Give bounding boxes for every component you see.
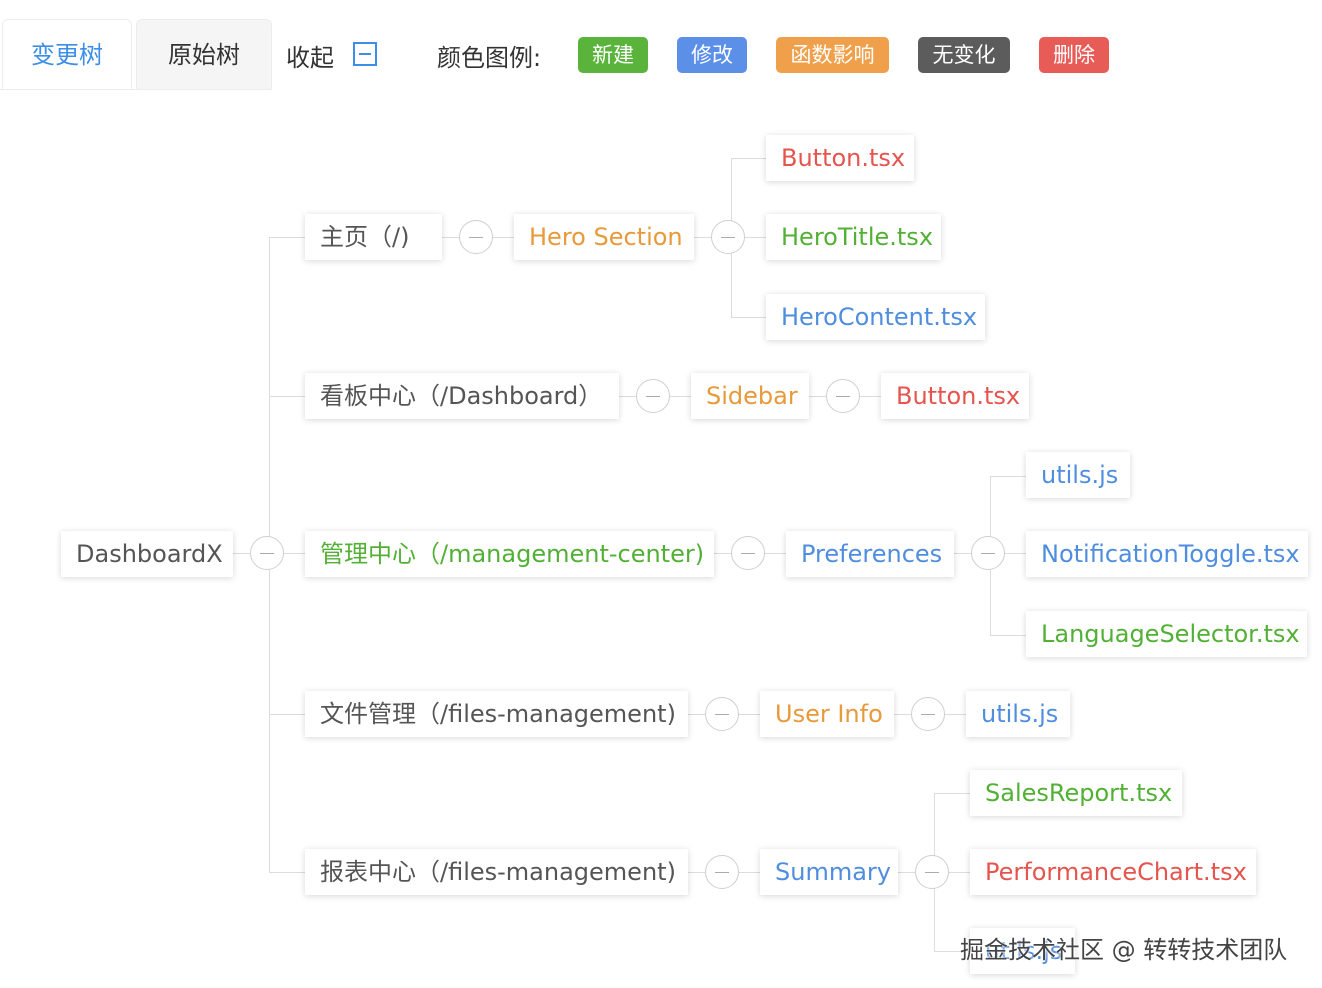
connector <box>738 714 760 715</box>
tree-file-node[interactable]: utils.js <box>970 928 1075 974</box>
tree-page-node[interactable]: 主页（/) <box>305 214 442 260</box>
connector <box>693 237 711 238</box>
tree-file-node[interactable]: utils.js <box>1026 452 1130 498</box>
tree-component-node[interactable]: Preferences <box>786 531 954 577</box>
connector <box>731 158 766 159</box>
connector <box>990 635 1026 636</box>
tree-file-node[interactable]: HeroTitle.tsx <box>766 214 941 260</box>
connector <box>934 951 970 952</box>
tab-divider <box>0 89 272 90</box>
tree-component-node[interactable]: Summary <box>760 849 898 895</box>
tab-change-tree[interactable]: 变更树 <box>2 19 132 89</box>
tree-page-node[interactable]: 管理中心（/management-center) <box>305 531 714 577</box>
tree-file-node[interactable]: HeroContent.tsx <box>766 294 985 340</box>
connector <box>948 872 970 873</box>
connector <box>269 237 305 238</box>
connector <box>764 553 786 554</box>
legend-tag-modified: 修改 <box>677 37 747 73</box>
tree-file-node[interactable]: Button.tsx <box>766 135 914 181</box>
collapse-node-toggle[interactable] <box>705 697 739 731</box>
tab-original-tree[interactable]: 原始树 <box>136 19 272 89</box>
connector <box>441 237 459 238</box>
tree-file-node[interactable]: LanguageSelector.tsx <box>1026 611 1307 657</box>
collapse-node-toggle[interactable] <box>250 536 284 570</box>
collapse-node-toggle[interactable] <box>711 220 745 254</box>
tree-file-node[interactable]: utils.js <box>966 691 1070 737</box>
connector <box>808 396 826 397</box>
connector <box>232 553 250 554</box>
connector <box>713 553 731 554</box>
tree-component-node[interactable]: Hero Section <box>514 214 694 260</box>
tree-root-node[interactable]: DashboardX <box>61 531 233 577</box>
connector <box>934 793 970 794</box>
connector <box>990 476 1026 477</box>
connector <box>492 237 514 238</box>
tree-file-node[interactable]: Button.tsx <box>881 373 1029 419</box>
tree-page-node[interactable]: 报表中心（/files-management) <box>305 849 688 895</box>
collapse-minus-icon[interactable] <box>353 42 377 66</box>
tree-page-node[interactable]: 文件管理（/files-management) <box>305 691 688 737</box>
tree-file-node[interactable]: PerformanceChart.tsx <box>970 849 1256 895</box>
connector <box>738 872 760 873</box>
legend-tag-new: 新建 <box>578 37 648 73</box>
collapse-node-toggle[interactable] <box>636 379 670 413</box>
connector <box>1004 553 1026 554</box>
connector <box>687 872 705 873</box>
tree-file-node[interactable]: SalesReport.tsx <box>970 770 1182 816</box>
collapse-node-toggle[interactable] <box>971 536 1005 570</box>
connector <box>897 872 915 873</box>
connector <box>283 553 305 554</box>
connector <box>669 396 691 397</box>
connector <box>269 714 305 715</box>
tree-page-node[interactable]: 看板中心（/Dashboard） <box>305 373 619 419</box>
connector <box>269 396 305 397</box>
connector <box>859 396 881 397</box>
tree-file-node[interactable]: NotificationToggle.tsx <box>1026 531 1308 577</box>
collapse-node-toggle[interactable] <box>705 855 739 889</box>
tree-component-node[interactable]: User Info <box>760 691 894 737</box>
legend-tag-unchanged: 无变化 <box>918 37 1010 73</box>
connector <box>269 872 305 873</box>
legend-title: 颜色图例: <box>437 44 542 72</box>
collapse-node-toggle[interactable] <box>826 379 860 413</box>
collapse-node-toggle[interactable] <box>915 855 949 889</box>
tree-component-node[interactable]: Sidebar <box>691 373 809 419</box>
connector <box>944 714 966 715</box>
connector <box>953 553 971 554</box>
connector <box>687 714 705 715</box>
connector <box>893 714 911 715</box>
collapse-node-toggle[interactable] <box>731 536 765 570</box>
connector <box>618 396 636 397</box>
connector <box>731 317 766 318</box>
collapse-node-toggle[interactable] <box>459 220 493 254</box>
collapse-label: 收起 <box>286 44 334 72</box>
connector <box>744 237 766 238</box>
collapse-node-toggle[interactable] <box>911 697 945 731</box>
watermark: 掘金技术社区 @ 转转技术团队 <box>960 936 1288 964</box>
legend-tag-deleted: 删除 <box>1039 37 1109 73</box>
legend-tag-function-impact: 函数影响 <box>776 37 889 73</box>
